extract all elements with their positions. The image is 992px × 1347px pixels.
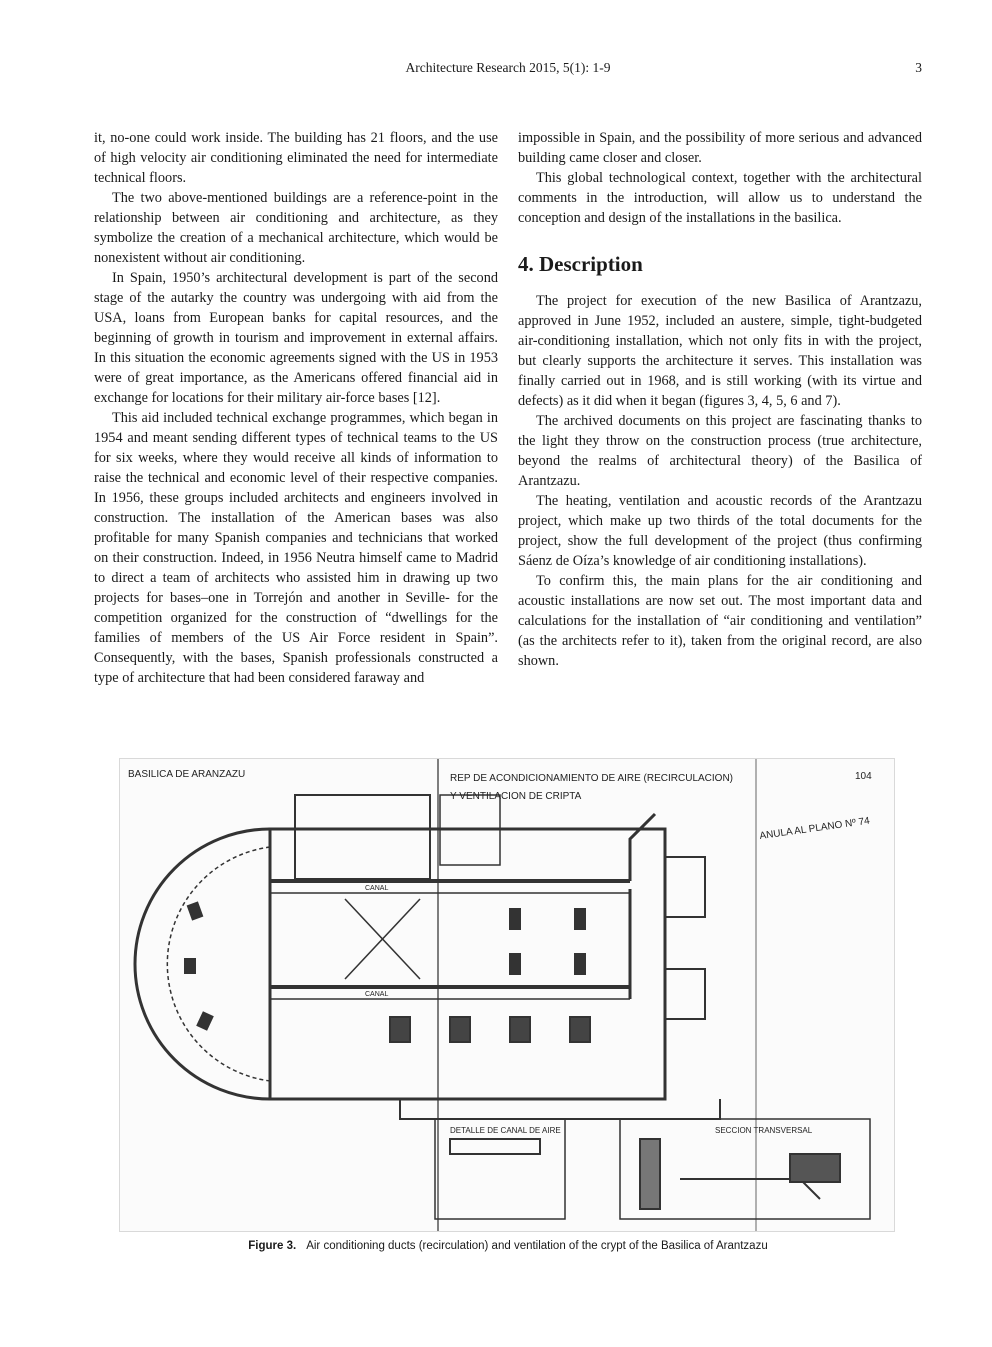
paragraph: The two above-mentioned buildings are a … — [94, 190, 498, 266]
section-heading: 4. Description — [518, 252, 643, 276]
paragraph: The heating, ventilation and acoustic re… — [518, 493, 922, 569]
paragraph: it, no-one could work inside. The buildi… — [94, 130, 498, 186]
floor-plan-drawing: BASILICA DE ARANZAZU REP DE ACONDICIONAM… — [128, 759, 872, 1231]
paragraph: In Spain, 1950’s architectural developme… — [94, 270, 498, 406]
label-sheet-number: 104 — [855, 771, 872, 782]
paragraph: impossible in Spain, and the possibility… — [518, 130, 922, 166]
paragraph: The project for execution of the new Bas… — [518, 293, 922, 409]
paragraph: The archived documents on this project a… — [518, 413, 922, 489]
running-header: Architecture Research 2015, 5(1): 1-9 3 — [94, 60, 922, 80]
paragraph: This global technological context, toget… — [518, 170, 922, 226]
label-annul: ANULA AL PLANO Nº 74 — [759, 816, 871, 842]
caption-text: Air conditioning ducts (recirculation) a… — [306, 1240, 768, 1252]
right-column: impossible in Spain, and the possibility… — [518, 128, 922, 671]
paragraph: To confirm this, the main plans for the … — [518, 573, 922, 669]
label-canal-upper: CANAL — [365, 885, 388, 892]
caption-label: Figure 3. — [248, 1240, 297, 1252]
label-detail: DETALLE DE CANAL DE AIRE — [450, 1126, 561, 1135]
figure-caption: Figure 3. Air conditioning ducts (recircu… — [94, 1240, 922, 1252]
label-title-line1: REP DE ACONDICIONAMIENTO DE AIRE (RECIRC… — [450, 773, 733, 784]
page-number: 3 — [915, 60, 922, 75]
label-canal-lower: CANAL — [365, 991, 388, 998]
journal-citation: Architecture Research 2015, 5(1): 1-9 — [405, 60, 611, 75]
label-title-line2: Y VENTILACION DE CRIPTA — [450, 791, 582, 802]
paragraph: This aid included technical exchange pro… — [94, 410, 498, 686]
left-column: it, no-one could work inside. The buildi… — [94, 128, 498, 688]
label-basilica: BASILICA DE ARANZAZU — [128, 769, 245, 780]
label-section: SECCION TRANSVERSAL — [715, 1126, 813, 1135]
figure-3-plan-drawing: BASILICA DE ARANZAZU REP DE ACONDICIONAM… — [119, 758, 895, 1232]
